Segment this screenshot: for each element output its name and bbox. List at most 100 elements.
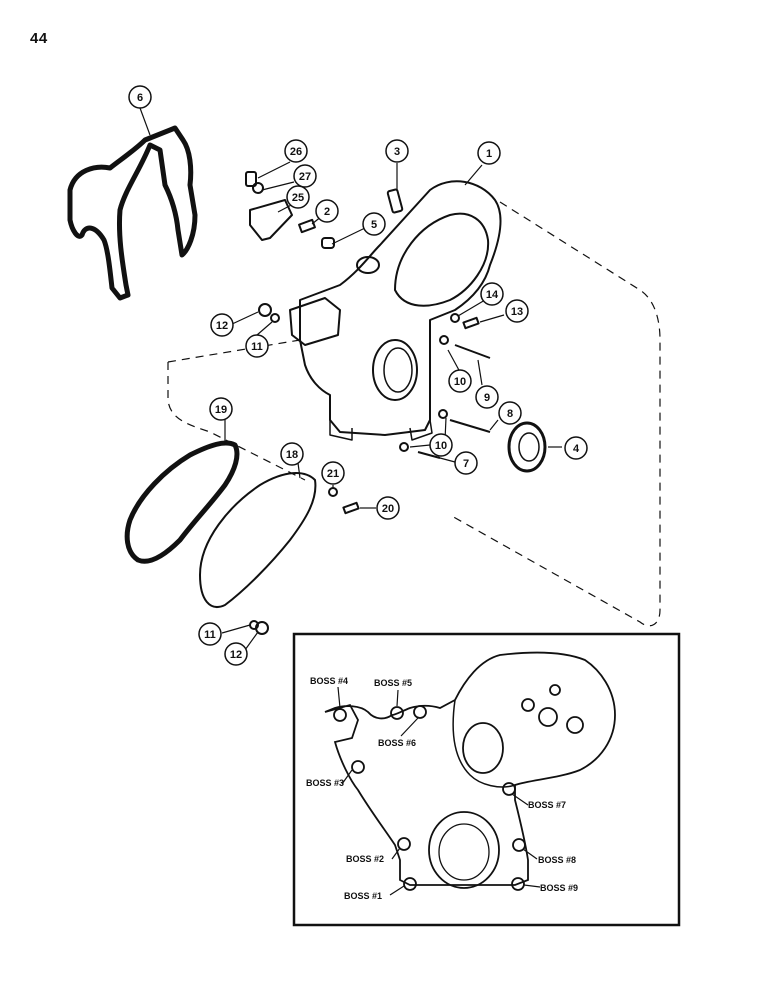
dowel-5 [321, 237, 335, 249]
callout-12-upper: 12 [210, 313, 234, 337]
callout-12-lower: 12 [224, 642, 248, 666]
inset-boss-1 [403, 877, 417, 891]
washer-10-c [399, 442, 409, 452]
callout-18: 18 [280, 442, 304, 466]
inset-boss-6 [413, 705, 427, 719]
callout-26: 26 [284, 139, 308, 163]
nut-12-lower [255, 621, 269, 635]
callout-20: 20 [376, 496, 400, 520]
callout-10-lower: 10 [429, 433, 453, 457]
screw-13 [462, 316, 480, 330]
washer-10-a [439, 335, 449, 345]
nut-12-upper [258, 303, 272, 317]
svg-text:26: 26 [290, 146, 302, 158]
boss-label-8: BOSS #8 [538, 855, 576, 865]
svg-text:2: 2 [324, 206, 330, 218]
callout-11-lower: 11 [198, 622, 222, 646]
inset-cover-outline [324, 651, 616, 886]
timing-cover-1 [299, 180, 502, 436]
inset-boss-2 [397, 837, 411, 851]
inset-frame [292, 632, 681, 927]
screw-2 [298, 218, 316, 234]
washer-10-b [438, 409, 448, 419]
callout-3: 3 [385, 139, 409, 163]
callout-27: 27 [293, 164, 317, 188]
svg-text:4: 4 [573, 443, 580, 455]
callout-25: 25 [286, 185, 310, 209]
callout-group: 6 26 27 25 2 5 3 1 12 11 14 13 10 9 8 4 … [128, 85, 588, 666]
callout-7: 7 [454, 451, 478, 475]
boss-label-5: BOSS #5 [374, 678, 412, 688]
screw-20 [342, 501, 360, 515]
gasket-6 [67, 125, 198, 301]
svg-text:9: 9 [484, 392, 490, 404]
svg-text:8: 8 [507, 408, 513, 420]
svg-text:13: 13 [511, 306, 523, 318]
svg-text:19: 19 [215, 404, 227, 416]
callout-1: 1 [477, 141, 501, 165]
boss-label-3: BOSS #3 [306, 778, 344, 788]
callout-9: 9 [475, 385, 499, 409]
svg-text:25: 25 [292, 192, 304, 204]
washer-11-upper [270, 313, 280, 323]
svg-text:18: 18 [286, 449, 298, 461]
cover-plate-18 [199, 472, 317, 608]
svg-text:21: 21 [327, 468, 339, 480]
stud-3 [386, 188, 404, 214]
svg-text:5: 5 [371, 219, 377, 231]
callout-4: 4 [564, 436, 588, 460]
svg-text:10: 10 [435, 440, 447, 452]
callout-10-upper: 10 [448, 369, 472, 393]
page-number: 44 [30, 30, 48, 47]
boss-label-7: BOSS #7 [528, 800, 566, 810]
callout-11-upper: 11 [245, 334, 269, 358]
bolt-9 [454, 344, 491, 359]
svg-text:12: 12 [230, 649, 242, 661]
washer-14 [450, 313, 460, 323]
callout-5: 5 [362, 212, 386, 236]
inset-boss-3 [351, 760, 365, 774]
boss-inset: BOSS #4 BOSS #5 BOSS #6 BOSS #3 BOSS #2 … [292, 632, 681, 927]
svg-text:11: 11 [204, 629, 216, 641]
inset-boss-7 [502, 782, 516, 796]
callout-8: 8 [498, 401, 522, 425]
leader-lines [139, 107, 562, 651]
inset-boss-8 [512, 838, 526, 852]
bolt-26 [245, 171, 257, 187]
alignment-lines [167, 201, 661, 627]
boss-label-2: BOSS #2 [346, 854, 384, 864]
cover-boss-block [289, 297, 341, 346]
inset-boss-4 [333, 708, 347, 722]
boss-label-9: BOSS #9 [540, 883, 578, 893]
callout-6: 6 [128, 85, 152, 109]
bolt-7 [417, 451, 441, 459]
boss-label-1: BOSS #1 [344, 891, 382, 901]
svg-text:14: 14 [486, 289, 499, 301]
svg-text:27: 27 [299, 171, 311, 183]
callout-13: 13 [505, 299, 529, 323]
callout-19: 19 [209, 397, 233, 421]
callout-14: 14 [480, 282, 504, 306]
washer-21 [328, 487, 338, 497]
svg-text:10: 10 [454, 376, 466, 388]
svg-text:1: 1 [486, 148, 492, 160]
washer-27 [252, 182, 264, 194]
boss-label-4: BOSS #4 [310, 676, 348, 686]
svg-text:6: 6 [137, 92, 143, 104]
svg-text:7: 7 [463, 458, 469, 470]
svg-text:11: 11 [251, 341, 263, 353]
cover-upper-opening [394, 212, 490, 307]
bolt-8 [449, 419, 491, 433]
callout-2: 2 [315, 199, 339, 223]
bracket-25 [249, 199, 293, 241]
inset-seal-bore [428, 811, 500, 889]
svg-text:12: 12 [216, 320, 228, 332]
oil-seal-4 [507, 421, 547, 473]
fill-cap [356, 256, 380, 274]
svg-text:20: 20 [382, 503, 394, 515]
svg-text:3: 3 [394, 146, 400, 158]
inset-boss-9 [511, 877, 525, 891]
boss-label-6: BOSS #6 [378, 738, 416, 748]
callout-21: 21 [321, 461, 345, 485]
